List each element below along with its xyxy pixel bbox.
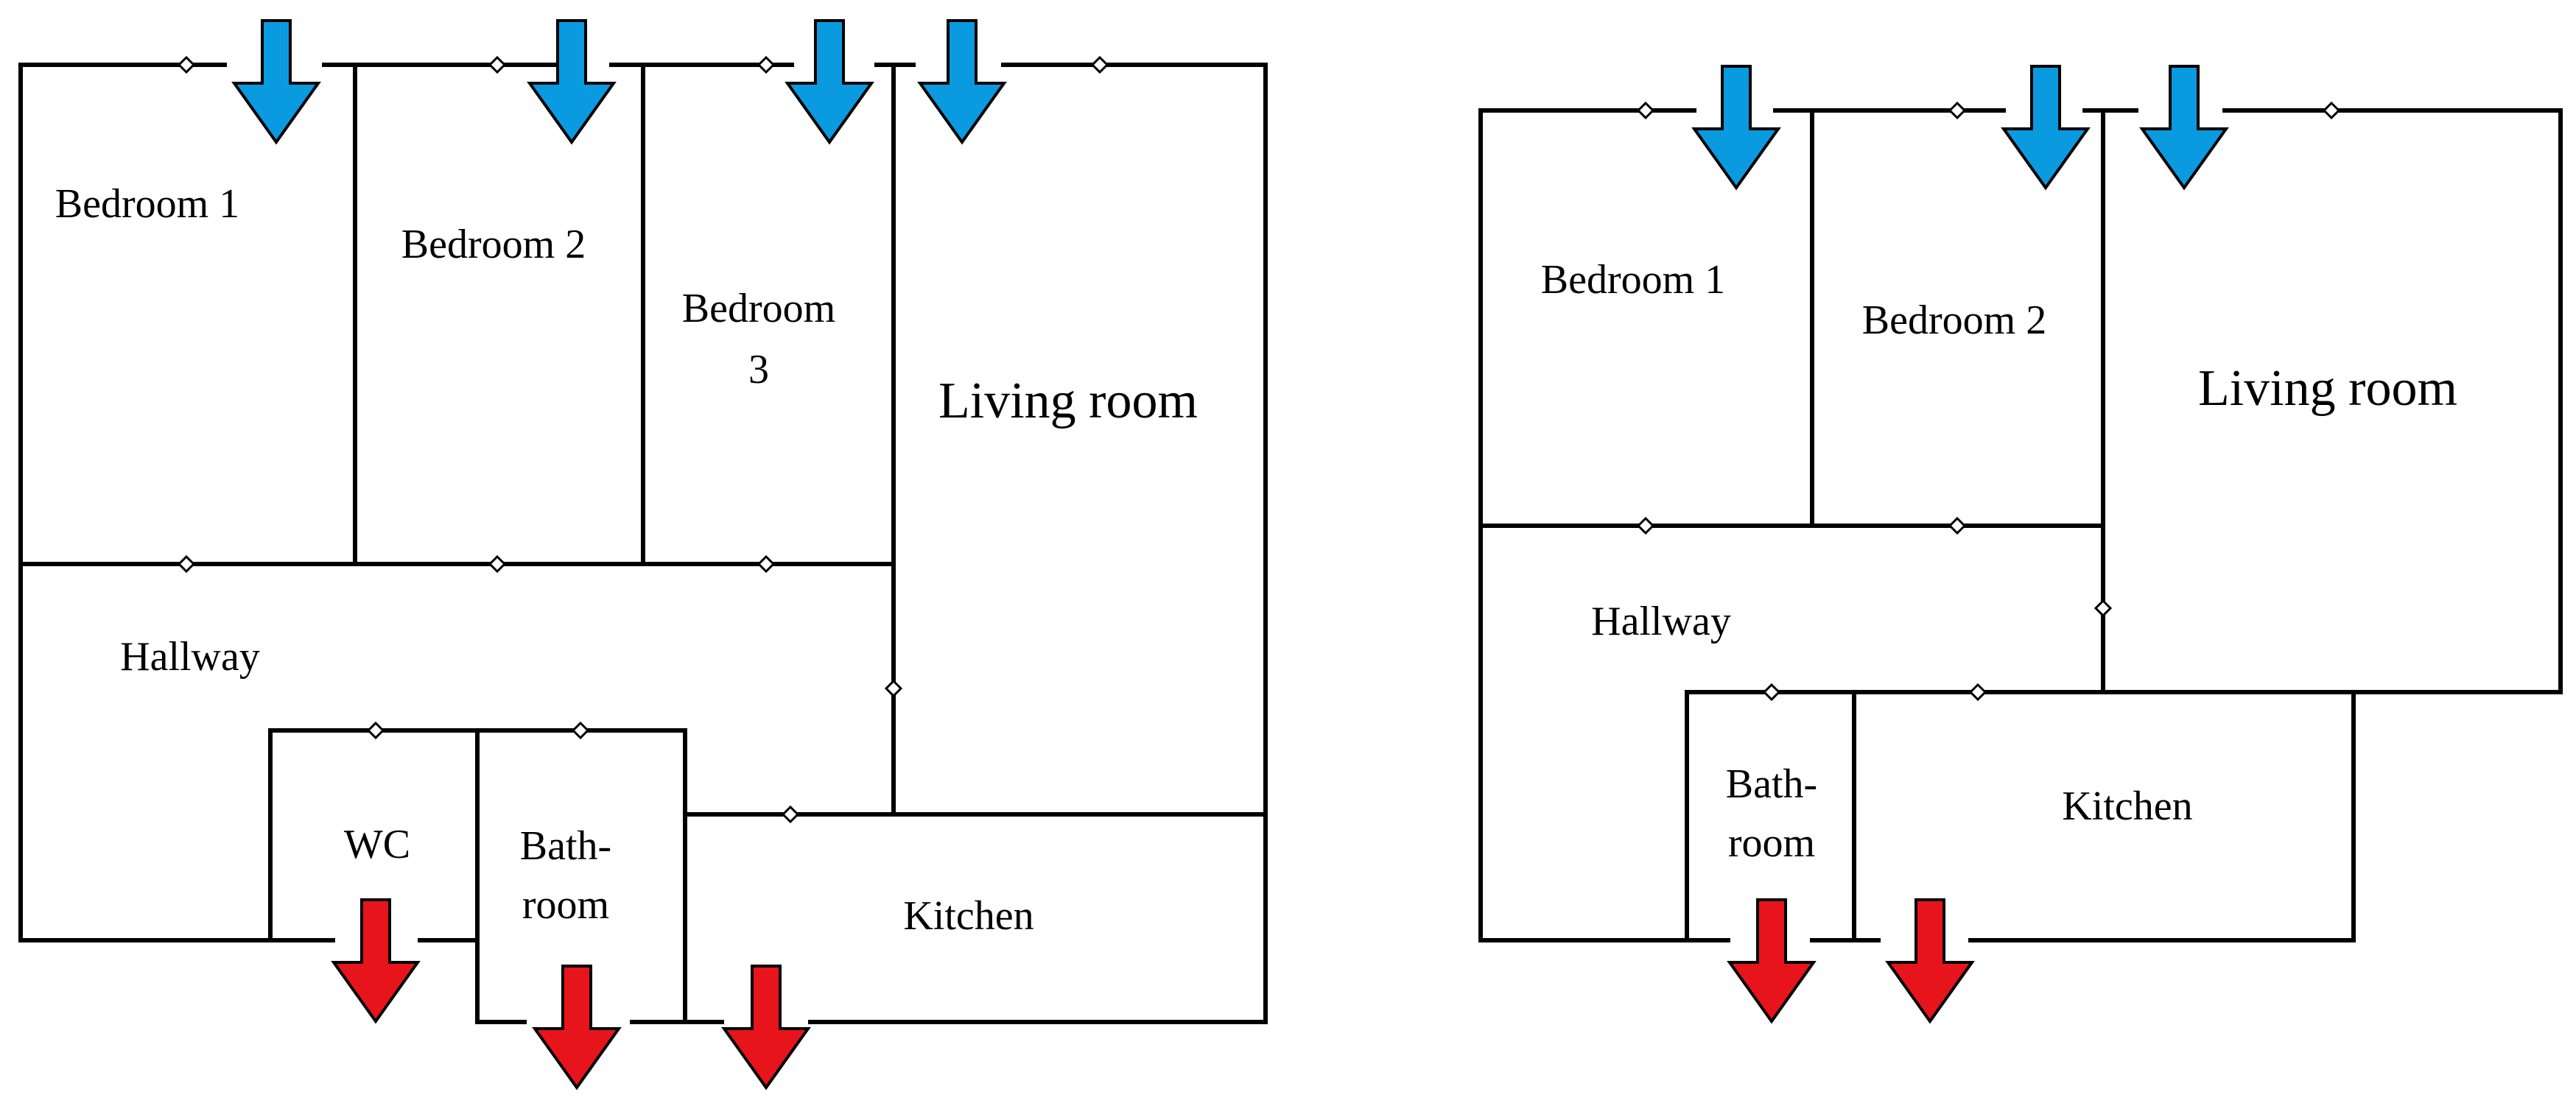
- room-label-hallway: Hallway: [120, 634, 260, 680]
- room-label-kitchen: Kitchen: [903, 893, 1033, 939]
- door-hinge-icon: [2094, 599, 2113, 618]
- door-hinge-icon: [757, 554, 776, 574]
- room-label-living-room: Living room: [2198, 360, 2457, 417]
- door-hinge-icon: [177, 55, 196, 74]
- supply-air-arrow-down-icon: [527, 19, 617, 145]
- supply-air-arrow-down-icon: [917, 19, 1007, 145]
- door-hinge-icon: [1948, 516, 1967, 535]
- room-label-living-room: Living room: [938, 373, 1198, 429]
- door-hinge-icon: [1762, 683, 1781, 702]
- door-hinge-icon: [488, 55, 507, 74]
- room-label-bathroom: room: [522, 882, 609, 928]
- exhaust-air-arrow-down-icon: [331, 898, 421, 1024]
- door-hinge-icon: [757, 55, 776, 74]
- supply-air-arrow-down-icon: [2139, 65, 2229, 191]
- door-hinge-icon: [177, 554, 196, 574]
- door-hinge-icon: [1636, 101, 1655, 120]
- door-hinge-icon: [781, 805, 800, 824]
- door-hinge-icon: [1636, 516, 1655, 535]
- door-hinge-icon: [1948, 101, 1967, 120]
- room-labels: Bedroom 1 Bedroom 2 Living roomHallwayBath…: [1541, 257, 2457, 866]
- door-hinge-icon: [1090, 55, 1109, 74]
- door-hinge-icon: [2322, 101, 2341, 120]
- door-hinge-icon: [1968, 683, 1987, 702]
- airflow-arrows: [1691, 65, 2229, 1024]
- walls: [1478, 108, 2563, 942]
- exhaust-air-arrow-down-icon: [532, 965, 622, 1090]
- supply-air-arrow-down-icon: [785, 19, 874, 145]
- door-hinges: [1636, 101, 2341, 702]
- room-label-bedroom-3: 3: [748, 347, 769, 392]
- room-label-bedroom-2: Bedroom 2: [1862, 297, 2046, 343]
- exhaust-air-arrow-down-icon: [1727, 898, 1817, 1024]
- room-label-bedroom-3: Bedroom: [682, 286, 835, 331]
- room-label-kitchen: Kitchen: [2062, 783, 2192, 829]
- door-hinges: [177, 55, 1109, 824]
- room-label-bathroom: room: [1728, 820, 1815, 866]
- room-label-bathroom: Bath-: [1726, 761, 1817, 807]
- supply-air-arrow-down-icon: [1691, 65, 1781, 191]
- floor-plan-two-bedroom: Bedroom 1 Bedroom 2 Living roomHallwayBath…: [1478, 65, 2563, 1024]
- supply-air-arrow-down-icon: [2001, 65, 2091, 191]
- room-label-hallway: Hallway: [1591, 599, 1731, 644]
- door-hinge-icon: [366, 721, 385, 740]
- room-label-bathroom: Bath-: [520, 823, 611, 869]
- supply-air-arrow-down-icon: [231, 19, 321, 145]
- room-label-bedroom-2: Bedroom 2: [401, 222, 586, 267]
- room-label-wc: WC: [344, 822, 410, 867]
- exhaust-air-arrow-down-icon: [721, 965, 811, 1090]
- door-hinge-icon: [488, 554, 507, 574]
- airflow-arrows: [231, 19, 1007, 1090]
- door-hinge-icon: [884, 679, 903, 698]
- room-label-bedroom-1: Bedroom 1: [55, 181, 239, 227]
- room-label-bedroom-1: Bedroom 1: [1541, 257, 1725, 303]
- exhaust-air-arrow-down-icon: [1885, 898, 1975, 1024]
- door-hinge-icon: [571, 721, 590, 740]
